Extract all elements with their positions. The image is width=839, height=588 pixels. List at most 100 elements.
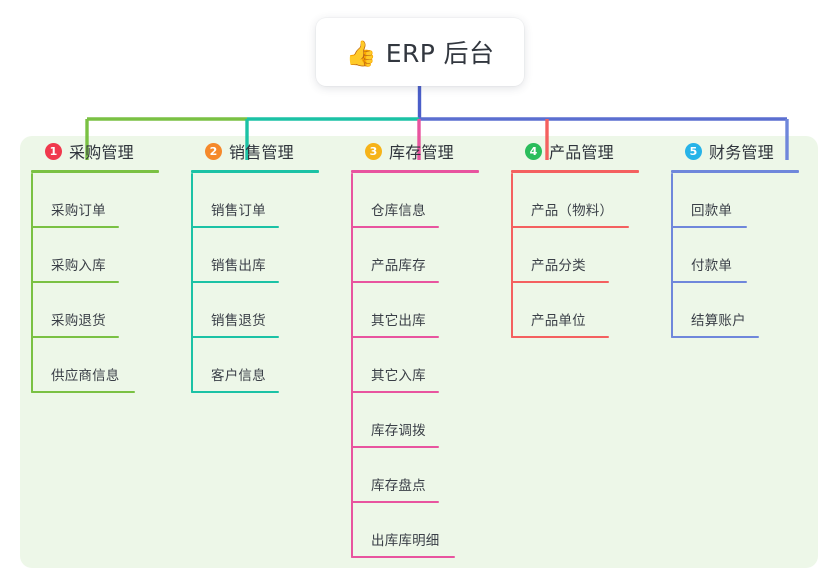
branch-item-label: 其它出库: [371, 313, 426, 329]
branch-item-label: 采购订单: [51, 203, 106, 219]
branch-item[interactable]: 采购入库: [25, 228, 175, 283]
branch-item-label: 回款单: [691, 203, 733, 219]
branch-stem: [351, 173, 353, 558]
branch-item-rule: [31, 281, 119, 283]
branch-item-rule: [351, 336, 439, 338]
branch-header-5[interactable]: 5 财务管理: [665, 136, 815, 166]
branch-header-rule: [511, 170, 639, 173]
branch-title: 采购管理: [69, 143, 134, 162]
branch-item-rule: [511, 281, 609, 283]
branch-item-rule: [31, 336, 119, 338]
branch-item[interactable]: 采购退货: [25, 283, 175, 338]
branch-item-label: 客户信息: [211, 368, 266, 384]
branch-item[interactable]: 库存盘点: [345, 448, 495, 503]
branch-header-4[interactable]: 4 产品管理: [505, 136, 655, 166]
branch-item-label: 付款单: [691, 258, 733, 274]
branch-item-rule: [671, 226, 747, 228]
branch-item-rule: [191, 281, 279, 283]
branch-number-badge: 1: [45, 142, 62, 160]
branch-item-list: 采购订单采购入库采购退货供应商信息: [25, 173, 175, 393]
branch-item[interactable]: 销售退货: [185, 283, 335, 338]
branch-item[interactable]: 库存调拨: [345, 393, 495, 448]
branch-item[interactable]: 供应商信息: [25, 338, 175, 393]
branch-item[interactable]: 产品（物料）: [505, 173, 655, 228]
branch-item-rule: [31, 391, 135, 393]
branch-stem: [671, 173, 673, 338]
branch-item-label: 销售退货: [211, 313, 266, 329]
branch-number-badge: 3: [365, 142, 382, 160]
branch-header-2[interactable]: 2 销售管理: [185, 136, 335, 166]
branch-item-label: 产品（物料）: [531, 203, 614, 219]
branch-stem: [191, 173, 193, 393]
branch-item-list: 仓库信息产品库存其它出库其它入库库存调拨库存盘点出库库明细: [345, 173, 495, 558]
branch-header-rule: [351, 170, 479, 173]
branch-item-rule: [191, 336, 279, 338]
branch-item[interactable]: 其它入库: [345, 338, 495, 393]
branch-header-rule: [191, 170, 319, 173]
branch-item-label: 产品单位: [531, 313, 586, 329]
branch-item[interactable]: 出库库明细: [345, 503, 495, 558]
branch-item-label: 销售订单: [211, 203, 266, 219]
branch-item-list: 回款单付款单结算账户: [665, 173, 815, 338]
branch-item-rule: [31, 226, 119, 228]
branch-column-2: 2 销售管理销售订单销售出库销售退货客户信息: [185, 136, 335, 393]
branch-columns: 1 采购管理采购订单采购入库采购退货供应商信息 2 销售管理销售订单销售出库销售退货客…: [20, 136, 818, 568]
branch-item[interactable]: 付款单: [665, 228, 815, 283]
branch-item[interactable]: 销售出库: [185, 228, 335, 283]
branch-item-rule: [351, 226, 439, 228]
branch-item[interactable]: 仓库信息: [345, 173, 495, 228]
branch-title: 销售管理: [229, 143, 294, 162]
branch-column-4: 4 产品管理产品（物料） 产品分类产品单位: [505, 136, 655, 338]
branch-item-rule: [351, 281, 439, 283]
branch-item-label: 仓库信息: [371, 203, 426, 219]
branch-item-rule: [511, 336, 609, 338]
branch-item-label: 出库库明细: [371, 533, 440, 549]
branch-item-label: 供应商信息: [51, 368, 120, 384]
branch-column-3: 3 库存管理仓库信息产品库存其它出库其它入库库存调拨库存盘点出库库明细: [345, 136, 495, 558]
branch-item[interactable]: 回款单: [665, 173, 815, 228]
branch-number-badge: 4: [525, 142, 542, 160]
branch-header-3[interactable]: 3 库存管理: [345, 136, 495, 166]
branch-item-rule: [191, 226, 279, 228]
branches-panel: [20, 136, 818, 568]
branch-column-5: 5 财务管理回款单付款单结算账户: [665, 136, 815, 338]
branch-item-rule: [671, 281, 747, 283]
branch-header-rule: [671, 170, 799, 173]
branch-item[interactable]: 产品库存: [345, 228, 495, 283]
branch-item-rule: [351, 501, 439, 503]
branch-item[interactable]: 结算账户: [665, 283, 815, 338]
branch-number-badge: 2: [205, 142, 222, 160]
branch-header-1[interactable]: 1 采购管理: [25, 136, 175, 166]
branch-stem: [31, 173, 33, 393]
branch-item[interactable]: 其它出库: [345, 283, 495, 338]
branch-number-badge: 5: [685, 142, 702, 160]
branch-item[interactable]: 采购订单: [25, 173, 175, 228]
branch-item[interactable]: 销售订单: [185, 173, 335, 228]
branch-title: 财务管理: [709, 143, 774, 162]
branch-title: 库存管理: [389, 143, 454, 162]
branch-item-list: 产品（物料） 产品分类产品单位: [505, 173, 655, 338]
branch-column-1: 1 采购管理采购订单采购入库采购退货供应商信息: [25, 136, 175, 393]
branch-item-rule: [351, 391, 439, 393]
branch-item-label: 采购退货: [51, 313, 106, 329]
branch-item-label: 产品分类: [531, 258, 586, 274]
branch-title: 产品管理: [549, 143, 614, 162]
branch-item[interactable]: 产品单位: [505, 283, 655, 338]
branch-item-label: 其它入库: [371, 368, 426, 384]
thumbs-up-icon: 👍: [345, 38, 377, 68]
branch-item-rule: [351, 556, 455, 558]
branch-item-label: 库存调拨: [371, 423, 426, 439]
root-node[interactable]: 👍 ERP 后台: [316, 18, 524, 86]
branch-item-label: 产品库存: [371, 258, 426, 274]
branch-item-rule: [351, 446, 439, 448]
branch-item[interactable]: 产品分类: [505, 228, 655, 283]
branch-item-label: 采购入库: [51, 258, 106, 274]
branch-item-rule: [671, 336, 759, 338]
branch-item-rule: [191, 391, 279, 393]
branch-stem: [511, 173, 513, 338]
root-node-title: ERP 后台: [385, 39, 495, 68]
branch-item-label: 销售出库: [211, 258, 266, 274]
branch-item[interactable]: 客户信息: [185, 338, 335, 393]
branch-item-list: 销售订单销售出库销售退货客户信息: [185, 173, 335, 393]
